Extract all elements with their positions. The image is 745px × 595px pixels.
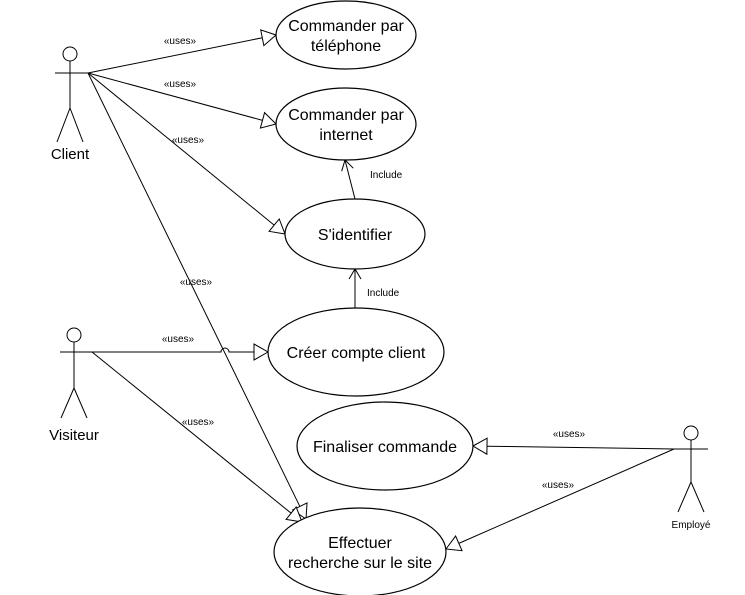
use-case-ellipse[interactable] bbox=[296, 401, 474, 491]
uses-label: «uses» bbox=[182, 417, 215, 428]
use-case-creer[interactable]: Créer compte client bbox=[267, 307, 445, 397]
actor-label: Client bbox=[51, 146, 90, 163]
relation-employe-finaliser bbox=[471, 437, 675, 456]
hollow-arrowhead-icon bbox=[253, 343, 270, 361]
uses-label: «uses» bbox=[180, 277, 213, 288]
relation-line bbox=[91, 351, 292, 514]
use-case-tel[interactable]: Commander par téléphone bbox=[275, 0, 417, 70]
actor-client[interactable]: Client bbox=[51, 46, 90, 163]
relation-line bbox=[486, 445, 675, 450]
actor-label: Employé bbox=[672, 520, 711, 531]
include-label: Include bbox=[370, 170, 403, 181]
use-case-ellipse[interactable] bbox=[284, 198, 426, 270]
relation-line bbox=[87, 37, 263, 74]
relation-line bbox=[92, 347, 254, 353]
use-case-identifier[interactable]: S'identifier bbox=[284, 198, 426, 270]
relation-visiteur-creer bbox=[92, 343, 270, 361]
include-label: Include bbox=[367, 288, 400, 299]
use-case-finaliser[interactable]: Finaliser commande bbox=[296, 401, 474, 491]
use-case-label: Finaliser commande bbox=[313, 439, 457, 456]
use-case-label: internet bbox=[319, 127, 373, 144]
use-case-label: recherche sur le site bbox=[288, 555, 432, 572]
use-case-ellipse[interactable] bbox=[275, 0, 417, 70]
use-case-label: Créer compte client bbox=[287, 345, 426, 362]
uses-label: «uses» bbox=[542, 480, 575, 491]
actor-visiteur[interactable]: Visiteur bbox=[49, 327, 99, 444]
hollow-arrowhead-icon bbox=[285, 505, 303, 523]
use-case-internet[interactable]: Commander par internet bbox=[275, 87, 417, 161]
uses-label: «uses» bbox=[172, 135, 205, 146]
relation-creer-identifier bbox=[348, 268, 362, 308]
uses-label: «uses» bbox=[553, 429, 586, 440]
use-case-label: Effectuer bbox=[328, 535, 392, 552]
actor-label: Visiteur bbox=[49, 427, 99, 444]
relation-line bbox=[458, 448, 675, 544]
hollow-arrowhead-icon bbox=[445, 535, 463, 552]
hollow-arrowhead-icon bbox=[259, 111, 277, 129]
stick-figure-icon bbox=[60, 327, 92, 419]
uses-label: «uses» bbox=[164, 79, 197, 90]
stick-figure-icon bbox=[674, 425, 708, 513]
use-case-ellipse[interactable] bbox=[275, 87, 417, 161]
relation-identifier-internet bbox=[341, 159, 356, 200]
relation-line bbox=[87, 72, 263, 121]
use-case-label: Commander par bbox=[288, 18, 404, 35]
use-case-recherche[interactable]: Effectuer recherche sur le site bbox=[273, 507, 447, 595]
relation-line bbox=[344, 159, 356, 200]
use-case-label: S'identifier bbox=[318, 227, 393, 244]
relation-employe-recherche bbox=[445, 448, 675, 552]
stick-figure-icon bbox=[55, 46, 88, 143]
relation-line bbox=[87, 72, 301, 507]
hollow-arrowhead-icon bbox=[260, 29, 277, 47]
uses-label: «uses» bbox=[162, 334, 195, 345]
use-case-label: téléphone bbox=[311, 38, 381, 55]
hollow-arrowhead-icon bbox=[268, 217, 286, 235]
relation-line bbox=[87, 72, 275, 226]
actor-employe[interactable]: Employé bbox=[672, 425, 711, 531]
use-case-ellipse[interactable] bbox=[267, 307, 445, 397]
relation-client-internet bbox=[87, 72, 277, 129]
use-case-label: Commander par bbox=[288, 107, 404, 124]
relation-client-identifier bbox=[87, 72, 286, 235]
relation-visiteur-recherche bbox=[91, 351, 303, 523]
relation-client-tel bbox=[87, 29, 277, 74]
uses-label: «uses» bbox=[164, 36, 197, 47]
hollow-arrowhead-icon bbox=[471, 437, 488, 456]
use-case-ellipse[interactable] bbox=[273, 507, 447, 595]
